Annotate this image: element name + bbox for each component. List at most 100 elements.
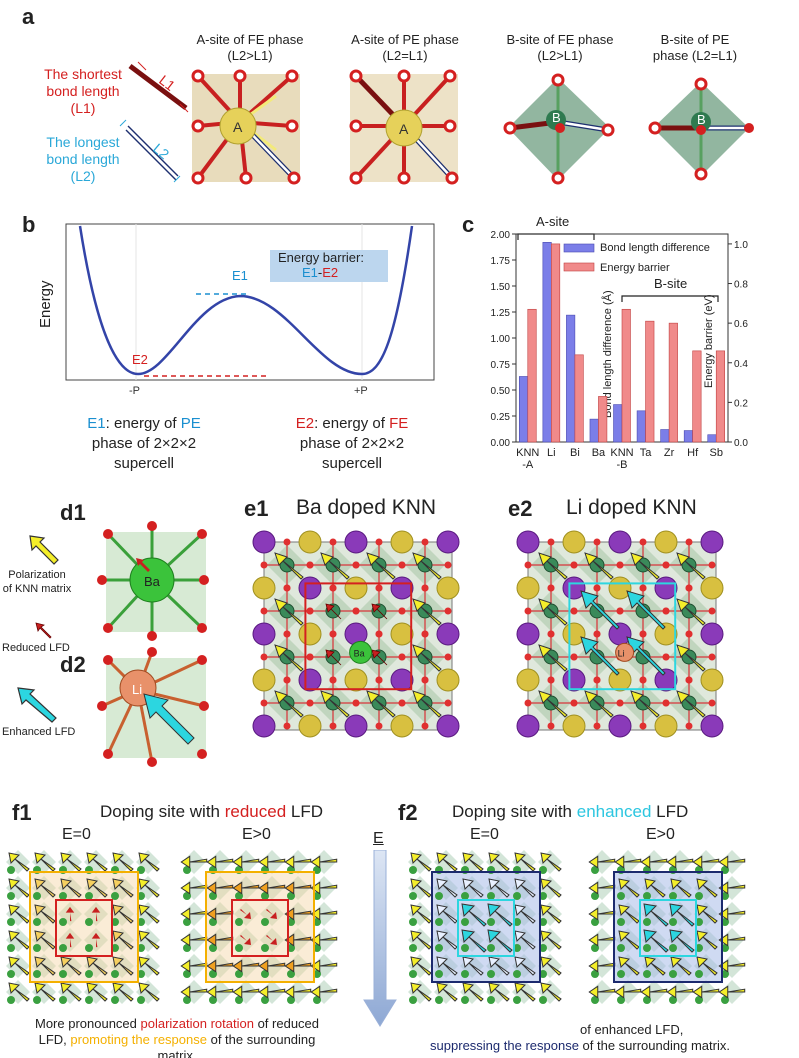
o-atom [375, 722, 383, 730]
o-atom [662, 561, 670, 569]
polarization-arrow [206, 855, 234, 869]
energy-barrier-box: Energy barrier: E1-E2 [270, 250, 388, 282]
o-atom [685, 722, 693, 730]
o-atom [524, 699, 532, 707]
barrier-formula: E1-E2 [302, 265, 339, 280]
b-site-bracket-label: B-site [654, 276, 687, 291]
polarization-arrow [310, 985, 338, 999]
b-site-dot [33, 918, 41, 926]
na-atom [608, 576, 632, 600]
b-site-dot [487, 918, 495, 926]
outer-region-box [205, 871, 315, 983]
polarization-arrow [538, 552, 568, 580]
b-site-dot [33, 892, 41, 900]
b-site-dot [209, 996, 217, 1004]
bar-bond-1 [542, 242, 552, 443]
o-atom [685, 538, 693, 546]
b-site-dot [435, 996, 443, 1004]
legend-bond: Bond length difference [600, 242, 710, 254]
shortest-line-2: bond length [46, 83, 120, 99]
b-site-dot [183, 918, 191, 926]
b-site-dot [235, 970, 243, 978]
ytick-left-label: 0.75 [491, 360, 511, 371]
polarization-arrow [462, 878, 484, 898]
polarization-arrow [588, 881, 616, 895]
b-site-dot [287, 996, 295, 1004]
e2-label: E2 [132, 352, 148, 367]
na-atom [390, 714, 414, 738]
na-atom [608, 668, 632, 692]
b-site-dot [435, 918, 443, 926]
longest-bond-legend: The longest bond length (L2) [40, 134, 126, 185]
li-doped-lattice: Li [516, 530, 724, 738]
polarization-arrow [274, 644, 304, 672]
polarization-arrow [488, 982, 510, 1002]
ytick-left-label: 0.50 [491, 386, 511, 397]
b-site-dot [591, 892, 599, 900]
polarization-arrow [274, 552, 304, 580]
o-atom [708, 699, 716, 707]
inner-region-box [457, 899, 515, 957]
polarization-arrow [410, 982, 432, 1002]
polarization-arrow [180, 959, 208, 973]
inner-region-box [55, 899, 113, 957]
panel-c-label: c [462, 212, 475, 237]
b-site-dot [85, 996, 93, 1004]
o-atom [547, 538, 555, 546]
o-atom [421, 584, 429, 592]
b-site-dot [435, 970, 443, 978]
polarization-arrow [488, 956, 510, 976]
b-site-dot [487, 970, 495, 978]
b-site-dot [85, 944, 93, 952]
b-site-dot [235, 918, 243, 926]
na-atom [436, 576, 460, 600]
na-atom [390, 530, 414, 554]
b-site-dot [513, 970, 521, 978]
o-atom [685, 584, 693, 592]
b-site-dot [313, 996, 321, 1004]
o-atom [708, 653, 716, 661]
xtick-label: Hf [687, 447, 699, 459]
polarization-arrow [8, 904, 30, 924]
polarization-arrow [718, 881, 746, 895]
polarization-arrow [436, 878, 458, 898]
polarization-arrow [410, 930, 432, 950]
k-atom [436, 714, 460, 738]
polarization-arrow [614, 855, 642, 869]
o-atom [444, 699, 452, 707]
o-atom [329, 676, 337, 684]
o-atom [524, 561, 532, 569]
polarization-arrow [644, 956, 666, 976]
panel-f2-label: f2 [398, 800, 418, 825]
enhanced-arrow [643, 903, 669, 927]
dopant-atom [615, 642, 635, 662]
b-site-dot [513, 996, 521, 1004]
na-atom [562, 622, 586, 646]
polarization-arrow [34, 930, 56, 950]
polarization-arrow [86, 878, 108, 898]
polarization-arrow [436, 930, 458, 950]
b-site-dot [287, 970, 295, 978]
polarization-arrow [34, 878, 56, 898]
k-atom [252, 714, 276, 738]
o-atom [352, 607, 360, 615]
b-site-dot [669, 944, 677, 952]
polarization-arrow [284, 933, 312, 947]
b-site-dot [461, 892, 469, 900]
energy-ylabel: Energy [37, 280, 54, 328]
polarization-arrow [34, 852, 56, 872]
b-site-dot [7, 918, 15, 926]
o-atom [593, 630, 601, 638]
polarization-arrow [60, 956, 82, 976]
bar-energy-4 [621, 308, 631, 443]
f1-caption: More pronounced polarization rotation of… [34, 1016, 320, 1058]
polarization-arrow [310, 959, 338, 973]
o-atom [329, 630, 337, 638]
b-site-dot [695, 996, 703, 1004]
o-atom [662, 607, 670, 615]
polarization-arrow [366, 690, 396, 718]
polarization-arrow [8, 956, 30, 976]
